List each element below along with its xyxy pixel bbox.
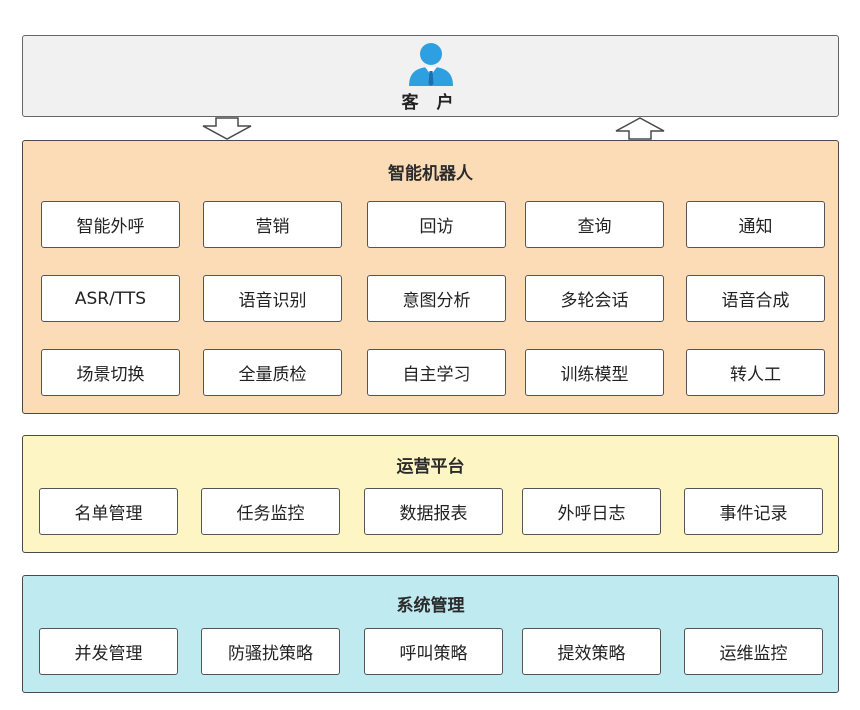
customer-layer: 客 户 xyxy=(22,35,839,117)
robot-item-self-learning: 自主学习 xyxy=(367,349,506,396)
robot-title: 智能机器人 xyxy=(388,164,473,184)
system-title: 系统管理 xyxy=(396,596,465,616)
robot-item-intent-analysis: 意图分析 xyxy=(367,275,506,322)
robot-item-scene-switch: 场景切换 xyxy=(41,349,180,396)
robot-item-transfer-human: 转人工 xyxy=(686,349,825,396)
robot-item-full-qc: 全量质检 xyxy=(203,349,342,396)
robot-item-asr-tts: ASR/TTS xyxy=(41,275,180,322)
robot-layer: 智能机器人 智能外呼 营销 回访 查询 通知 ASR/TTS 语音识别 意图分析… xyxy=(22,140,839,414)
robot-item-marketing: 营销 xyxy=(203,201,342,248)
sys-item-anti-harassment: 防骚扰策略 xyxy=(201,628,340,675)
ops-layer: 运营平台 名单管理 任务监控 数据报表 外呼日志 事件记录 xyxy=(22,435,839,553)
sys-item-concurrency: 并发管理 xyxy=(39,628,178,675)
sys-item-call-strategy: 呼叫策略 xyxy=(364,628,503,675)
ops-title: 运营平台 xyxy=(396,457,465,477)
ops-item-event-record: 事件记录 xyxy=(684,488,823,535)
robot-item-speech-synthesis: 语音合成 xyxy=(686,275,825,322)
ops-item-data-report: 数据报表 xyxy=(364,488,503,535)
robot-item-smart-outbound: 智能外呼 xyxy=(41,201,180,248)
robot-item-train-model: 训练模型 xyxy=(525,349,664,396)
robot-item-multi-turn-dialog: 多轮会话 xyxy=(525,275,664,322)
sys-item-efficiency-strategy: 提效策略 xyxy=(522,628,661,675)
ops-item-outbound-log: 外呼日志 xyxy=(522,488,661,535)
robot-item-query: 查询 xyxy=(525,201,664,248)
ops-item-task-monitor: 任务监控 xyxy=(201,488,340,535)
user-icon xyxy=(409,43,453,86)
sys-item-ops-monitor: 运维监控 xyxy=(684,628,823,675)
robot-item-revisit: 回访 xyxy=(367,201,506,248)
customer-label: 客 户 xyxy=(401,93,460,113)
robot-item-speech-recognition: 语音识别 xyxy=(203,275,342,322)
ops-item-list-management: 名单管理 xyxy=(39,488,178,535)
down-arrow-icon xyxy=(202,117,252,140)
up-arrow-icon xyxy=(615,117,665,140)
robot-item-notify: 通知 xyxy=(686,201,825,248)
system-layer: 系统管理 并发管理 防骚扰策略 呼叫策略 提效策略 运维监控 xyxy=(22,575,839,693)
